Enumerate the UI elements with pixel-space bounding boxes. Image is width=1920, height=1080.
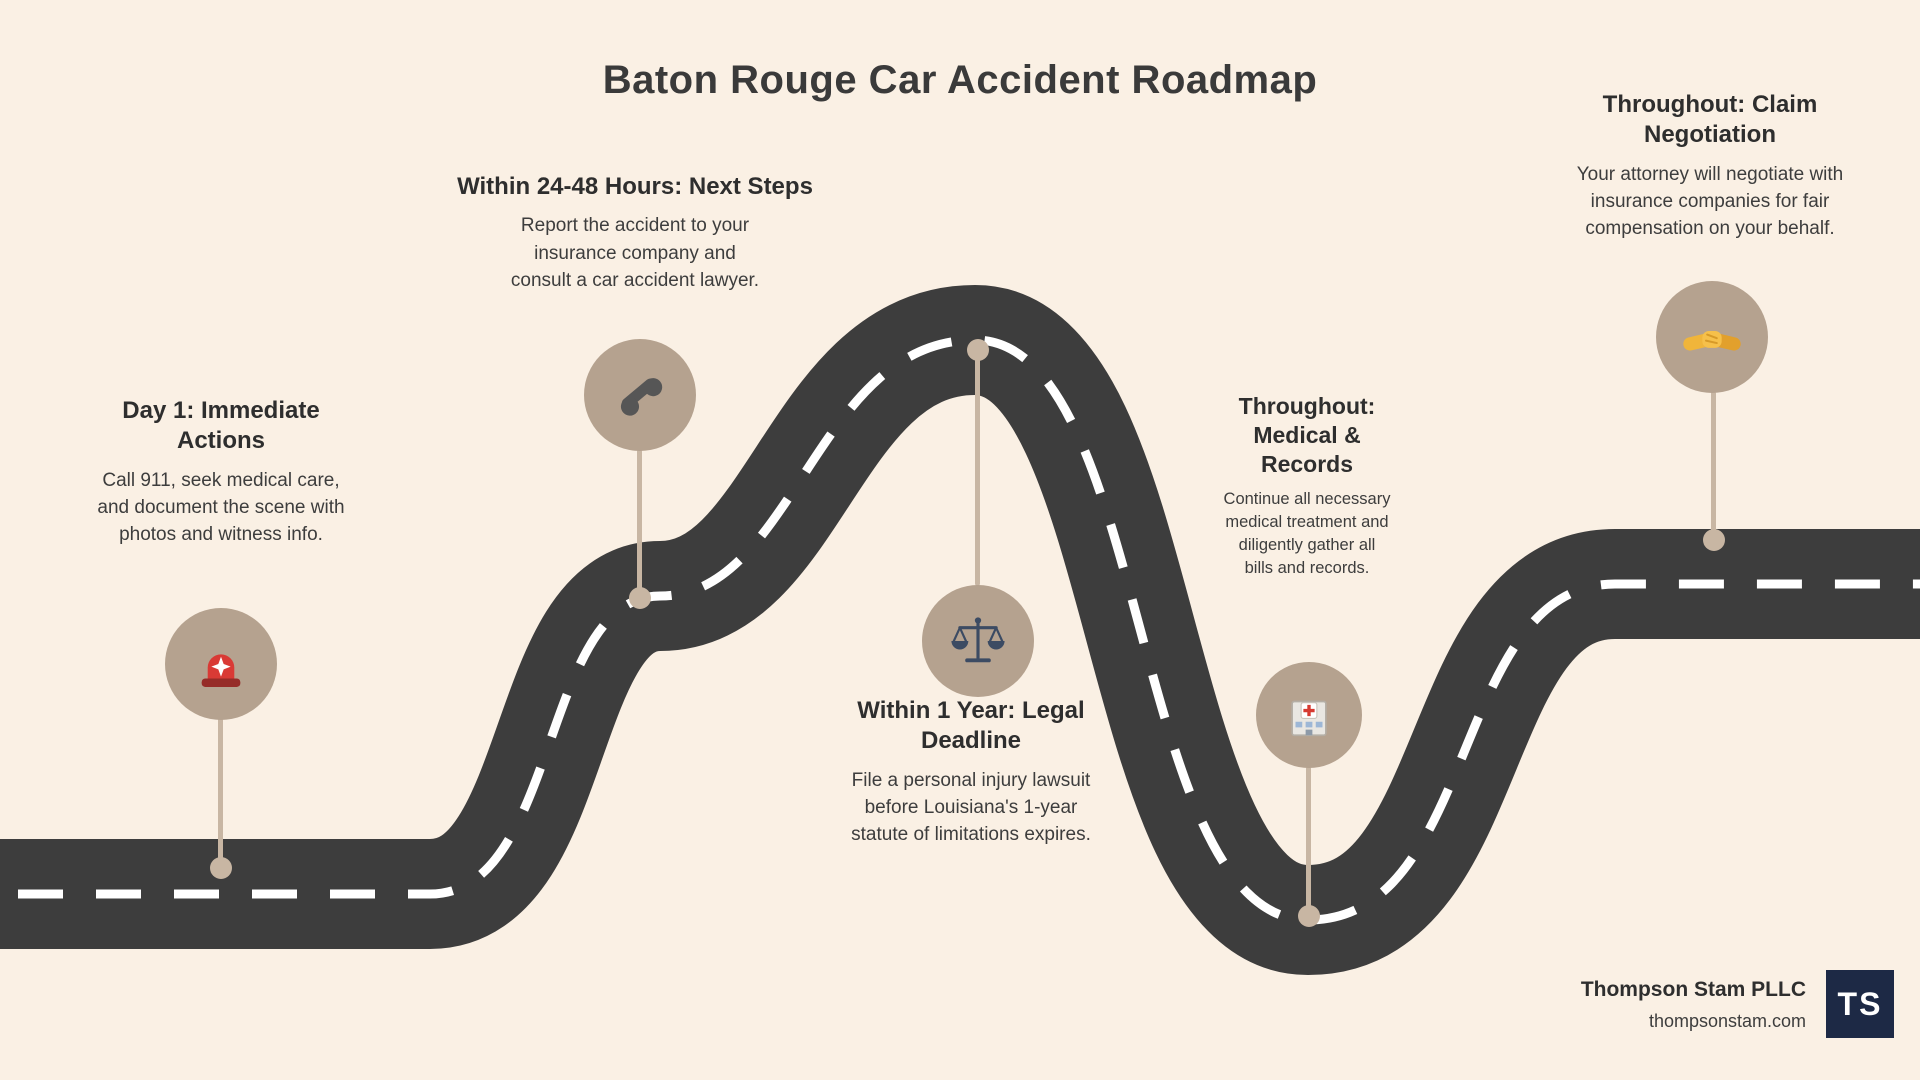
marker-stem bbox=[1306, 766, 1311, 916]
marker-stem bbox=[218, 716, 223, 870]
marker-stem bbox=[637, 449, 642, 599]
hospital-icon bbox=[1282, 688, 1336, 742]
road-dot bbox=[210, 857, 232, 879]
handshake-icon bbox=[1683, 308, 1741, 366]
marker-stem bbox=[1711, 391, 1716, 541]
footer: Thompson Stam PLLC thompsonstam.com bbox=[1581, 978, 1806, 1032]
road-centerline bbox=[0, 335, 1920, 925]
phone-icon bbox=[611, 366, 669, 424]
road-dot bbox=[1703, 529, 1725, 551]
milestone-description: File a personal injury lawsuit before Lo… bbox=[851, 769, 1091, 846]
milestone-icon-circle bbox=[1256, 662, 1362, 768]
milestone-description: Call 911, seek medical care, and documen… bbox=[97, 469, 345, 546]
website-url: thompsonstam.com bbox=[1648, 1011, 1806, 1031]
road-dot bbox=[967, 339, 989, 361]
scales-icon bbox=[949, 612, 1007, 670]
milestone-icon-circle bbox=[584, 339, 696, 451]
page-title: Baton Rouge Car Accident Roadmap bbox=[602, 58, 1318, 102]
milestone-description: Your attorney will negotiate with insura… bbox=[1576, 163, 1844, 240]
milestone-heading: Within 1 Year: Legal Deadline bbox=[857, 697, 1085, 755]
company-name: Thompson Stam PLLC bbox=[1580, 978, 1806, 1001]
milestone-description: Continue all necessary medical treatment… bbox=[1223, 489, 1391, 577]
marker-stem bbox=[975, 350, 980, 586]
milestone-heading: Day 1: Immediate Actions bbox=[122, 397, 320, 455]
brand-logo: TS bbox=[1826, 970, 1894, 1038]
logo-text: TS bbox=[1837, 985, 1883, 1022]
road-dot bbox=[1298, 905, 1320, 927]
milestone-heading: Within 24-48 Hours: Next Steps bbox=[457, 173, 813, 200]
milestone-heading: Throughout: Medical & Records bbox=[1238, 393, 1376, 478]
siren-icon bbox=[192, 635, 250, 693]
milestone-icon-circle bbox=[165, 608, 277, 720]
milestone-description: Report the accident to your insurance co… bbox=[510, 215, 760, 291]
milestone-icon-circle bbox=[1656, 281, 1768, 393]
road-dot bbox=[629, 587, 651, 609]
milestone-heading: Throughout: Claim Negotiation bbox=[1602, 91, 1818, 149]
milestone-icon-circle bbox=[922, 585, 1034, 697]
